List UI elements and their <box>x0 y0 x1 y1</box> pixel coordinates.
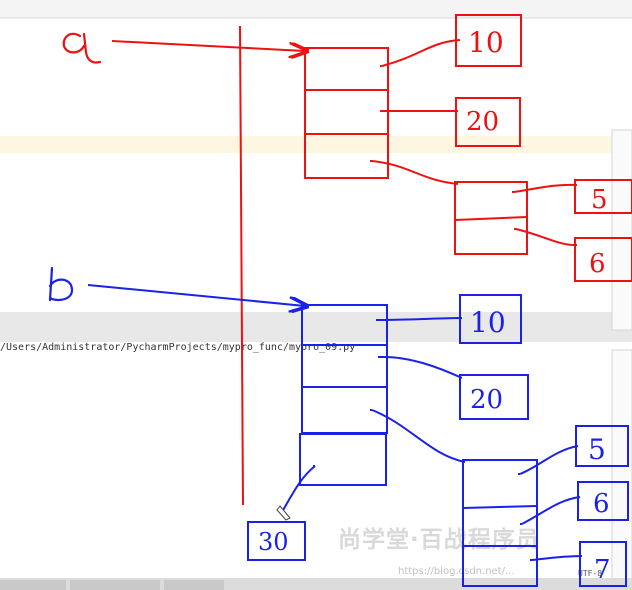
b-value-30-text: 30 <box>258 528 289 556</box>
b-value-5: 5 <box>519 425 629 475</box>
a-value-5: 5 <box>513 179 632 215</box>
a-inner-list <box>371 160 528 255</box>
status-encoding: UTF-8 <box>578 569 603 578</box>
a-value-6: 6 <box>515 228 632 282</box>
stack-heap-divider <box>239 25 244 506</box>
var-b-label: b <box>48 266 74 302</box>
b-value-7-text: 7 <box>594 555 611 585</box>
b-reference-arrow <box>87 284 305 306</box>
watermark-url: https://blog.csdn.net/... <box>398 566 515 577</box>
b-value-5-text: 5 <box>588 433 606 466</box>
a-value-20: 20 <box>382 97 521 147</box>
a-value-10: 10 <box>381 14 522 67</box>
b-value-10-text: 10 <box>470 306 506 339</box>
pen-cursor-icon <box>276 505 291 521</box>
console-file-path: /Users/Administrator/PycharmProjects/myp… <box>0 342 356 353</box>
b-value-20: 20 <box>379 355 529 420</box>
a-value-10-text: 10 <box>468 26 504 59</box>
b-inner-list <box>371 409 538 587</box>
b-outer-list <box>299 304 388 486</box>
a-value-5-text: 5 <box>591 185 608 215</box>
watermark-logo: 尚学堂·百战程序员 <box>338 527 540 553</box>
b-value-20-text: 20 <box>470 385 503 415</box>
var-a-label: a <box>62 32 102 64</box>
b-value-30: 30 <box>247 465 316 561</box>
b-value-10: 10 <box>377 294 522 344</box>
b-value-7: 7 <box>531 541 627 587</box>
b-value-6: 6 <box>521 481 629 525</box>
a-value-20-text: 20 <box>466 107 499 137</box>
a-outer-list <box>304 47 389 179</box>
a-value-6-text: 6 <box>589 249 606 279</box>
a-reference-arrow <box>111 40 305 51</box>
b-value-6-text: 6 <box>593 489 610 519</box>
